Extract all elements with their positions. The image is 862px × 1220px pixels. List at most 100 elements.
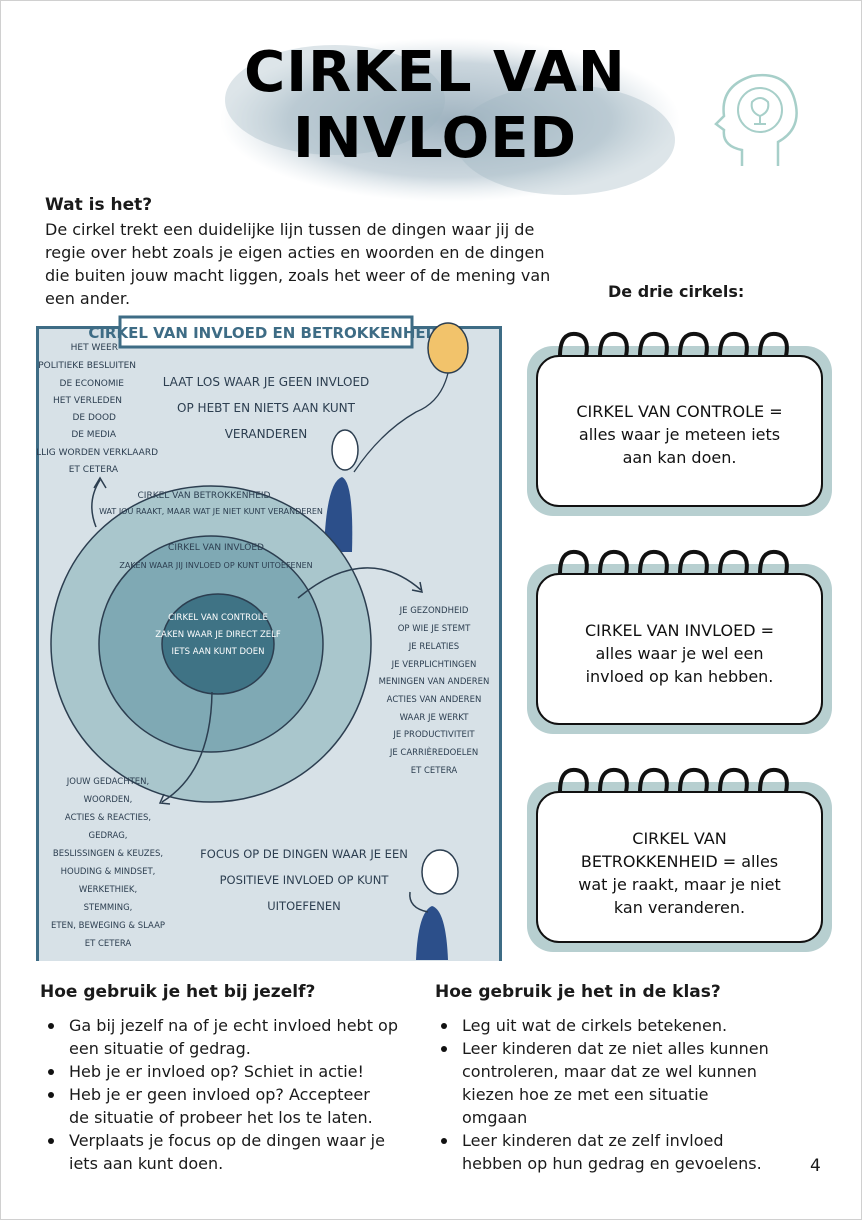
focus-line: UITOEFENEN — [267, 899, 341, 913]
let-go-line: LAAT LOS WAAR JE GEEN INVLOED — [163, 375, 370, 389]
poster-banner — [118, 315, 414, 349]
class-section-list: Leg uit wat de cirkels betekenen. Leer k… — [435, 1014, 832, 1175]
page-title: CIRKEL VAN INVLOED — [200, 40, 670, 172]
spiral-notepad-icon — [527, 549, 832, 734]
spiral-notepad-icon — [527, 331, 832, 516]
influence-item: JE PRODUCTIVITEIT — [392, 730, 475, 740]
intro-line: De cirkel trekt een duidelijke lijn tuss… — [45, 220, 535, 239]
list-item-line: omgaan — [462, 1108, 528, 1127]
control-item: GEDRAG, — [88, 831, 127, 841]
note-line: alles waar je meteen iets — [578, 425, 781, 444]
note-line: CIRKEL VAN INVLOED = — [584, 621, 775, 640]
spiral-notepad-icon — [527, 767, 832, 952]
three-circles-title: De drie cirkels: — [608, 282, 745, 301]
list-item: Ga bij jezelf na of je echt invloed hebt… — [48, 1014, 449, 1060]
control-item: WERKETHIEK, — [79, 885, 137, 895]
outside-item: HET WEER — [71, 343, 118, 353]
intro-line: regie over hebt zoals je eigen acties en… — [45, 243, 545, 262]
note-line: BETROKKENHEID = alles — [580, 852, 779, 871]
list-item: Leer kinderen dat ze zelf invloed hebben… — [441, 1129, 832, 1175]
note-line: CIRKEL VAN CONTROLE = — [576, 402, 783, 421]
control-item: BESLISSINGEN & KEUZES, — [53, 849, 163, 859]
stick-figure-body — [324, 477, 353, 552]
influence-item: JE CARRIÈREDOELEN — [389, 746, 478, 758]
focus-line: POSITIEVE INVLOED OP KUNT — [220, 873, 390, 887]
influence-item: OP WIE JE STEMT — [398, 624, 471, 634]
list-item-line: iets aan kunt doen. — [69, 1154, 224, 1173]
list-item-line: een situatie of gedrag. — [69, 1039, 251, 1058]
control-item: STEMMING, — [84, 903, 133, 913]
note-line: invloed op kan hebben. — [585, 667, 774, 686]
note-line: kan veranderen. — [613, 898, 746, 917]
strong-figure-body — [416, 906, 448, 960]
list-item-line: Heb je er invloed op? Schiet in actie! — [69, 1062, 364, 1081]
note-line: CIRKEL VAN — [632, 829, 727, 848]
list-item-line: kiezen hoe ze met een situatie — [462, 1085, 709, 1104]
influence-item: JE GEZONDHEID — [399, 606, 469, 616]
list-item-line: hebben op hun gedrag en gevoelens. — [462, 1154, 762, 1173]
intro-line: een ander. — [45, 289, 131, 308]
circle-of-control — [161, 593, 275, 695]
intro-heading: Wat is het? — [45, 195, 153, 215]
control-item: ACTIES & REACTIES, — [65, 813, 151, 823]
list-item: Leer kinderen dat ze niet alles kunnen c… — [441, 1037, 832, 1129]
note-line: alles waar je wel een — [595, 644, 764, 663]
poster-banner-text: CIRKEL VAN INVLOED EN BETROKKENHEID — [88, 324, 443, 342]
list-item: Heb je er invloed op? Schiet in actie! — [48, 1060, 449, 1083]
influence-sub: ZAKEN WAAR JIJ INVLOED OP KUNT UITOEFENE… — [119, 561, 312, 570]
influence-item: ET CETERA — [411, 766, 458, 776]
intro-line: die buiten jouw macht liggen, zoals het … — [45, 266, 551, 285]
influence-item: ACTIES VAN ANDEREN — [387, 695, 482, 705]
class-section-heading: Hoe gebruik je het in de klas? — [435, 982, 721, 1002]
self-section-list: Ga bij jezelf na of je echt invloed hebt… — [42, 1014, 449, 1175]
list-item-line: Ga bij jezelf na of je echt invloed hebt… — [69, 1016, 398, 1035]
influence-title: CIRKEL VAN INVLOED — [168, 543, 264, 553]
list-item-line: Leer kinderen dat ze niet alles kunnen — [462, 1039, 769, 1058]
strong-figure-head — [421, 849, 459, 895]
control-item: WOORDEN, — [84, 795, 133, 805]
list-item-line: Heb je er geen invloed op? Accepteer — [69, 1085, 370, 1104]
note-card-concern: CIRKEL VAN BETROKKENHEID = alles wat je … — [524, 762, 835, 952]
note-card-text: CIRKEL VAN BETROKKENHEID = alles wat je … — [554, 827, 805, 919]
control-line: ZAKEN WAAR JE DIRECT ZELF — [155, 630, 281, 640]
note-line: aan kan doen. — [622, 448, 737, 467]
concern-title: CIRKEL VAN BETROKKENHEID — [138, 491, 271, 501]
list-item-line: de situatie of probeer het los te laten. — [69, 1108, 373, 1127]
influence-item: WAAR JE WERKT — [400, 713, 470, 723]
list-item: Heb je er geen invloed op? Accepteer de … — [48, 1083, 449, 1129]
list-item-line: Leer kinderen dat ze zelf invloed — [462, 1131, 724, 1150]
outside-item: DE ECONOMIE — [60, 379, 125, 389]
influence-item: MENINGEN VAN ANDEREN — [379, 677, 490, 687]
stick-figure-head — [331, 429, 359, 471]
note-line: wat je raakt, maar je niet — [578, 875, 781, 894]
let-go-line: OP HEBT EN NIETS AAN KUNT — [177, 401, 356, 415]
title-watercolor-background — [220, 38, 680, 202]
influence-item: JE RELATIES — [408, 642, 459, 652]
list-item: Leg uit wat de cirkels betekenen. — [441, 1014, 832, 1037]
outside-item: POLITIEKE BESLUITEN — [38, 361, 136, 371]
page-number: 4 — [810, 1156, 821, 1176]
list-item-line: Verplaats je focus op de dingen waar je — [69, 1131, 385, 1150]
let-go-line: VERANDEREN — [225, 427, 308, 441]
outside-item: ET CETERA — [69, 465, 119, 475]
outside-item: HET VERLEDEN — [53, 396, 122, 406]
note-card-influence: CIRKEL VAN INVLOED = alles waar je wel e… — [524, 544, 835, 734]
control-line: IETS AAN KUNT DOEN — [172, 647, 265, 657]
focus-line: FOCUS OP DE DINGEN WAAR JE EEN — [200, 847, 408, 861]
influence-item: JE VERPLICHTINGEN — [391, 660, 477, 670]
head-brain-icon — [714, 73, 798, 166]
outside-item: DE MEDIA — [71, 430, 117, 440]
control-item: HOUDING & MINDSET, — [61, 867, 156, 877]
control-item: ET CETERA — [85, 939, 132, 949]
note-card-text: CIRKEL VAN INVLOED = alles waar je wel e… — [564, 619, 795, 688]
control-item: JOUW GEDACHTEN, — [66, 777, 150, 787]
outside-item: DE DOOD — [72, 413, 116, 423]
note-card-control: CIRKEL VAN CONTROLE = alles waar je mete… — [524, 326, 835, 516]
concern-sub: WAT JOU RAAKT, MAAR WAT JE NIET KUNT VER… — [99, 507, 323, 516]
note-card-text: CIRKEL VAN CONTROLE = alles waar je mete… — [564, 400, 795, 469]
list-item-line: Leg uit wat de cirkels betekenen. — [462, 1016, 728, 1035]
self-section-heading: Hoe gebruik je het bij jezelf? — [40, 982, 316, 1002]
control-line: CIRKEL VAN CONTROLE — [168, 613, 268, 623]
title-line-1: CIRKEL VAN — [244, 40, 626, 105]
title-line-2: INVLOED — [292, 106, 578, 171]
